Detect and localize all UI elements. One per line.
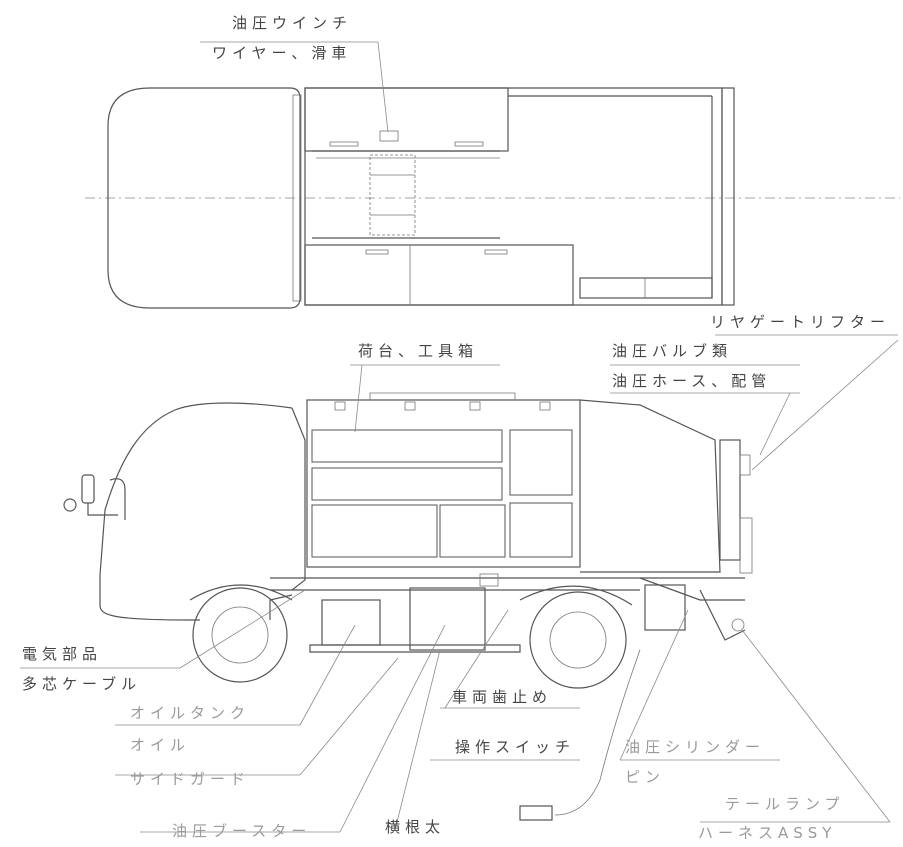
label-assy: ハーネスASSY <box>698 824 837 842</box>
label-sill: 横根太 <box>385 818 446 836</box>
label-oil-tank: オイルタンク <box>130 704 251 722</box>
top-view <box>85 87 900 309</box>
label-oil: オイル <box>130 736 191 754</box>
label-wheel-chock: 車両歯止め <box>452 688 553 706</box>
label-winch: 油圧ウインチ <box>232 14 353 32</box>
label-bed-toolbox: 荷台、工具箱 <box>358 342 479 360</box>
leader-lines <box>20 41 899 833</box>
side-view <box>63 392 753 821</box>
label-hoses: 油圧ホース、配管 <box>612 372 772 390</box>
label-rear-lifter: リヤゲートリフター <box>710 313 891 331</box>
label-cable: 多芯ケーブル <box>22 675 142 693</box>
label-cylinder: 油圧シリンダー <box>625 738 766 756</box>
label-electrical: 電気部品 <box>22 645 103 663</box>
label-tail-lamp: テールランプ <box>725 795 845 813</box>
label-booster: 油圧ブースター <box>172 822 312 840</box>
label-valves: 油圧バルブ類 <box>612 342 733 360</box>
label-side-guard: サイドガード <box>130 770 251 788</box>
label-pin: ピン <box>625 768 666 786</box>
label-wire: ワイヤー、滑車 <box>212 44 352 62</box>
label-switch: 操作スイッチ <box>455 738 576 756</box>
